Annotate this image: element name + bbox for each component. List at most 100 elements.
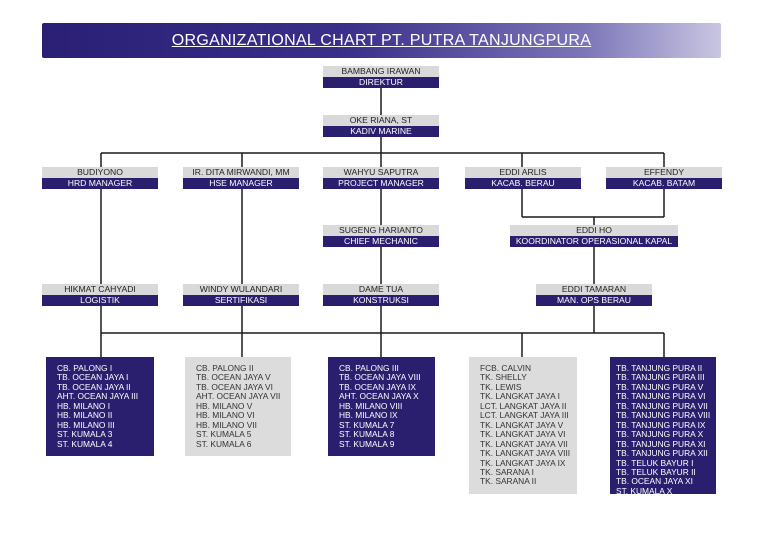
- node-role: LOGISTIK: [42, 295, 158, 306]
- fleet-list-5: TB. TANJUNG PURA II TB. TANJUNG PURA III…: [610, 357, 716, 496]
- node-role: CHIEF MECHANIC: [323, 236, 439, 247]
- list-item: TK. LANGKAT JAYA IX: [480, 457, 566, 468]
- node-name: WAHYU SAPUTRA: [323, 167, 439, 178]
- list-item: TK. SARANA I: [480, 466, 534, 477]
- list-item: TK. LANGKAT JAYA V: [480, 419, 564, 430]
- node-name: SUGENG HARIANTO: [323, 225, 439, 236]
- node-name: BAMBANG IRAWAN: [323, 66, 439, 77]
- node-koordinator: EDDI HO KOORDINATOR OPERASIONAL KAPAL: [510, 225, 678, 247]
- node-name: EDDI TAMARAN: [536, 284, 652, 295]
- list-item: ST. KUMALA 3: [57, 429, 113, 440]
- list-item: TB. OCEAN JAYA I: [57, 372, 129, 383]
- list-item: LCT. LANGKAT JAYA III: [480, 410, 569, 421]
- list-item: HB. MILANO III: [57, 419, 115, 430]
- node-name: EDDI HO: [510, 225, 678, 236]
- list-item: HB. MILANO VI: [196, 410, 255, 421]
- node-konstruksi: DAME TUA KONSTRUKSI: [323, 284, 439, 306]
- list-item: TB. OCEAN JAYA VI: [196, 381, 273, 392]
- list-item: TB. TANJUNG PURA XII: [616, 448, 708, 459]
- list-item: FCB. CALVIN: [480, 363, 532, 373]
- node-kacab-batam: EFFENDY KACAB. BATAM: [606, 167, 722, 189]
- list-item: TB. TANJUNG PURA X: [616, 429, 704, 440]
- node-role: PROJECT MANAGER: [323, 178, 439, 189]
- list-item: ST. KUMALA 5: [196, 429, 252, 440]
- list-item: CB. PALONG I: [57, 363, 113, 373]
- list-item: HB. MILANO VIII: [339, 400, 403, 411]
- node-name: EFFENDY: [606, 167, 722, 178]
- fleet-list-4: FCB. CALVIN TK. SHELLY TK. LEWIS TK. LAN…: [469, 357, 577, 494]
- title-banner: ORGANIZATIONAL CHART PT. PUTRA TANJUNGPU…: [42, 23, 721, 58]
- node-sertifikasi: WINDY WULANDARI SERTIFIKASI: [183, 284, 299, 306]
- list-item: TB. TANJUNG PURA IX: [616, 419, 706, 430]
- list-item: ST. KUMALA 6: [196, 438, 252, 449]
- list-item: TB. TANJUNG PURA VI: [616, 391, 706, 402]
- list-item: TB. TANJUNG PURA XI: [616, 438, 706, 449]
- node-role: HRD MANAGER: [42, 178, 158, 189]
- list-item: TB. OCEAN JAYA VIII: [339, 372, 421, 383]
- node-project-manager: WAHYU SAPUTRA PROJECT MANAGER: [323, 167, 439, 189]
- node-role: SERTIFIKASI: [183, 295, 299, 306]
- list-item: ST. KUMALA X: [616, 485, 673, 496]
- node-name: IR. DITA MIRWANDI, MM: [183, 167, 299, 178]
- list-item: TB. TELUK BAYUR II: [616, 466, 696, 477]
- list-item: AHT. OCEAN JAYA X: [339, 391, 419, 402]
- list-item: TK. LANGKAT JAYA VII: [480, 438, 568, 449]
- node-role: HSE MANAGER: [183, 178, 299, 189]
- node-hse-manager: IR. DITA MIRWANDI, MM HSE MANAGER: [183, 167, 299, 189]
- list-item: TB. OCEAN JAYA IX: [339, 381, 416, 392]
- list-item: TB. TELUK BAYUR I: [616, 457, 694, 468]
- list-item: ST. KUMALA 9: [339, 438, 395, 449]
- node-kacab-berau: EDDI ARLIS KACAB. BERAU: [465, 167, 581, 189]
- node-man-ops-berau: EDDI TAMARAN MAN. OPS BERAU: [536, 284, 652, 306]
- node-hrd-manager: BUDIYONO HRD MANAGER: [42, 167, 158, 189]
- list-item: ST. KUMALA 8: [339, 429, 395, 440]
- node-direktur: BAMBANG IRAWAN DIREKTUR: [323, 66, 439, 88]
- list-item: CB. PALONG III: [339, 363, 399, 373]
- list-item: LCT. LANGKAT JAYA II: [480, 400, 567, 411]
- node-role: DIREKTUR: [323, 77, 439, 88]
- list-item: ST. KUMALA 4: [57, 438, 113, 449]
- node-role: KONSTRUKSI: [323, 295, 439, 306]
- list-item: AHT. OCEAN JAYA III: [57, 391, 139, 402]
- list-item: TB. OCEAN JAYA V: [196, 372, 271, 383]
- chart-title: ORGANIZATIONAL CHART PT. PUTRA TANJUNGPU…: [171, 31, 592, 49]
- list-item: HB. MILANO IX: [339, 410, 398, 421]
- list-item: CB. PALONG II: [196, 363, 254, 373]
- list-item: TB. TANJUNG PURA V: [616, 381, 704, 392]
- list-item: ST. KUMALA 7: [339, 419, 395, 430]
- list-item: TK. LEWIS: [480, 381, 522, 392]
- list-item: HB. MILANO I: [57, 400, 111, 411]
- node-name: EDDI ARLIS: [465, 167, 581, 178]
- list-item: AHT. OCEAN JAYA VII: [196, 391, 281, 402]
- list-item: TK. SHELLY: [480, 372, 527, 383]
- list-item: TB. OCEAN JAYA II: [57, 381, 131, 392]
- list-item: TK. SARANA II: [480, 476, 537, 487]
- node-role: KOORDINATOR OPERASIONAL KAPAL: [510, 236, 678, 247]
- node-name: DAME TUA: [323, 284, 439, 295]
- node-chief-mechanic: SUGENG HARIANTO CHIEF MECHANIC: [323, 225, 439, 247]
- list-item: HB. MILANO II: [57, 410, 113, 421]
- node-role: KADIV MARINE: [323, 126, 439, 137]
- node-name: BUDIYONO: [42, 167, 158, 178]
- list-item: TB. TANJUNG PURA II: [616, 363, 703, 373]
- list-item: HB. MILANO V: [196, 400, 253, 411]
- node-logistik: HIKMAT CAHYADI LOGISTIK: [42, 284, 158, 306]
- list-item: TB. TANJUNG PURA VII: [616, 400, 708, 411]
- node-role: MAN. OPS BERAU: [536, 295, 652, 306]
- list-item: TK. LANGKAT JAYA VI: [480, 429, 566, 440]
- node-kadiv-marine: OKE RIANA, ST KADIV MARINE: [323, 115, 439, 137]
- list-item: TK. LANGKAT JAYA I: [480, 391, 560, 402]
- fleet-list-1: CB. PALONG I TB. OCEAN JAYA I TB. OCEAN …: [46, 357, 154, 456]
- fleet-list-2: CB. PALONG II TB. OCEAN JAYA V TB. OCEAN…: [185, 357, 291, 456]
- list-item: TB. TANJUNG PURA III: [616, 372, 705, 383]
- node-name: HIKMAT CAHYADI: [42, 284, 158, 295]
- list-item: TB. TANJUNG PURA VIII: [616, 410, 711, 421]
- list-item: TK. LANGKAT JAYA VIII: [480, 448, 571, 459]
- list-item: HB. MILANO VII: [196, 419, 257, 430]
- node-name: OKE RIANA, ST: [323, 115, 439, 126]
- node-role: KACAB. BATAM: [606, 178, 722, 189]
- node-name: WINDY WULANDARI: [183, 284, 299, 295]
- node-role: KACAB. BERAU: [465, 178, 581, 189]
- fleet-list-3: CB. PALONG III TB. OCEAN JAYA VIII TB. O…: [328, 357, 435, 456]
